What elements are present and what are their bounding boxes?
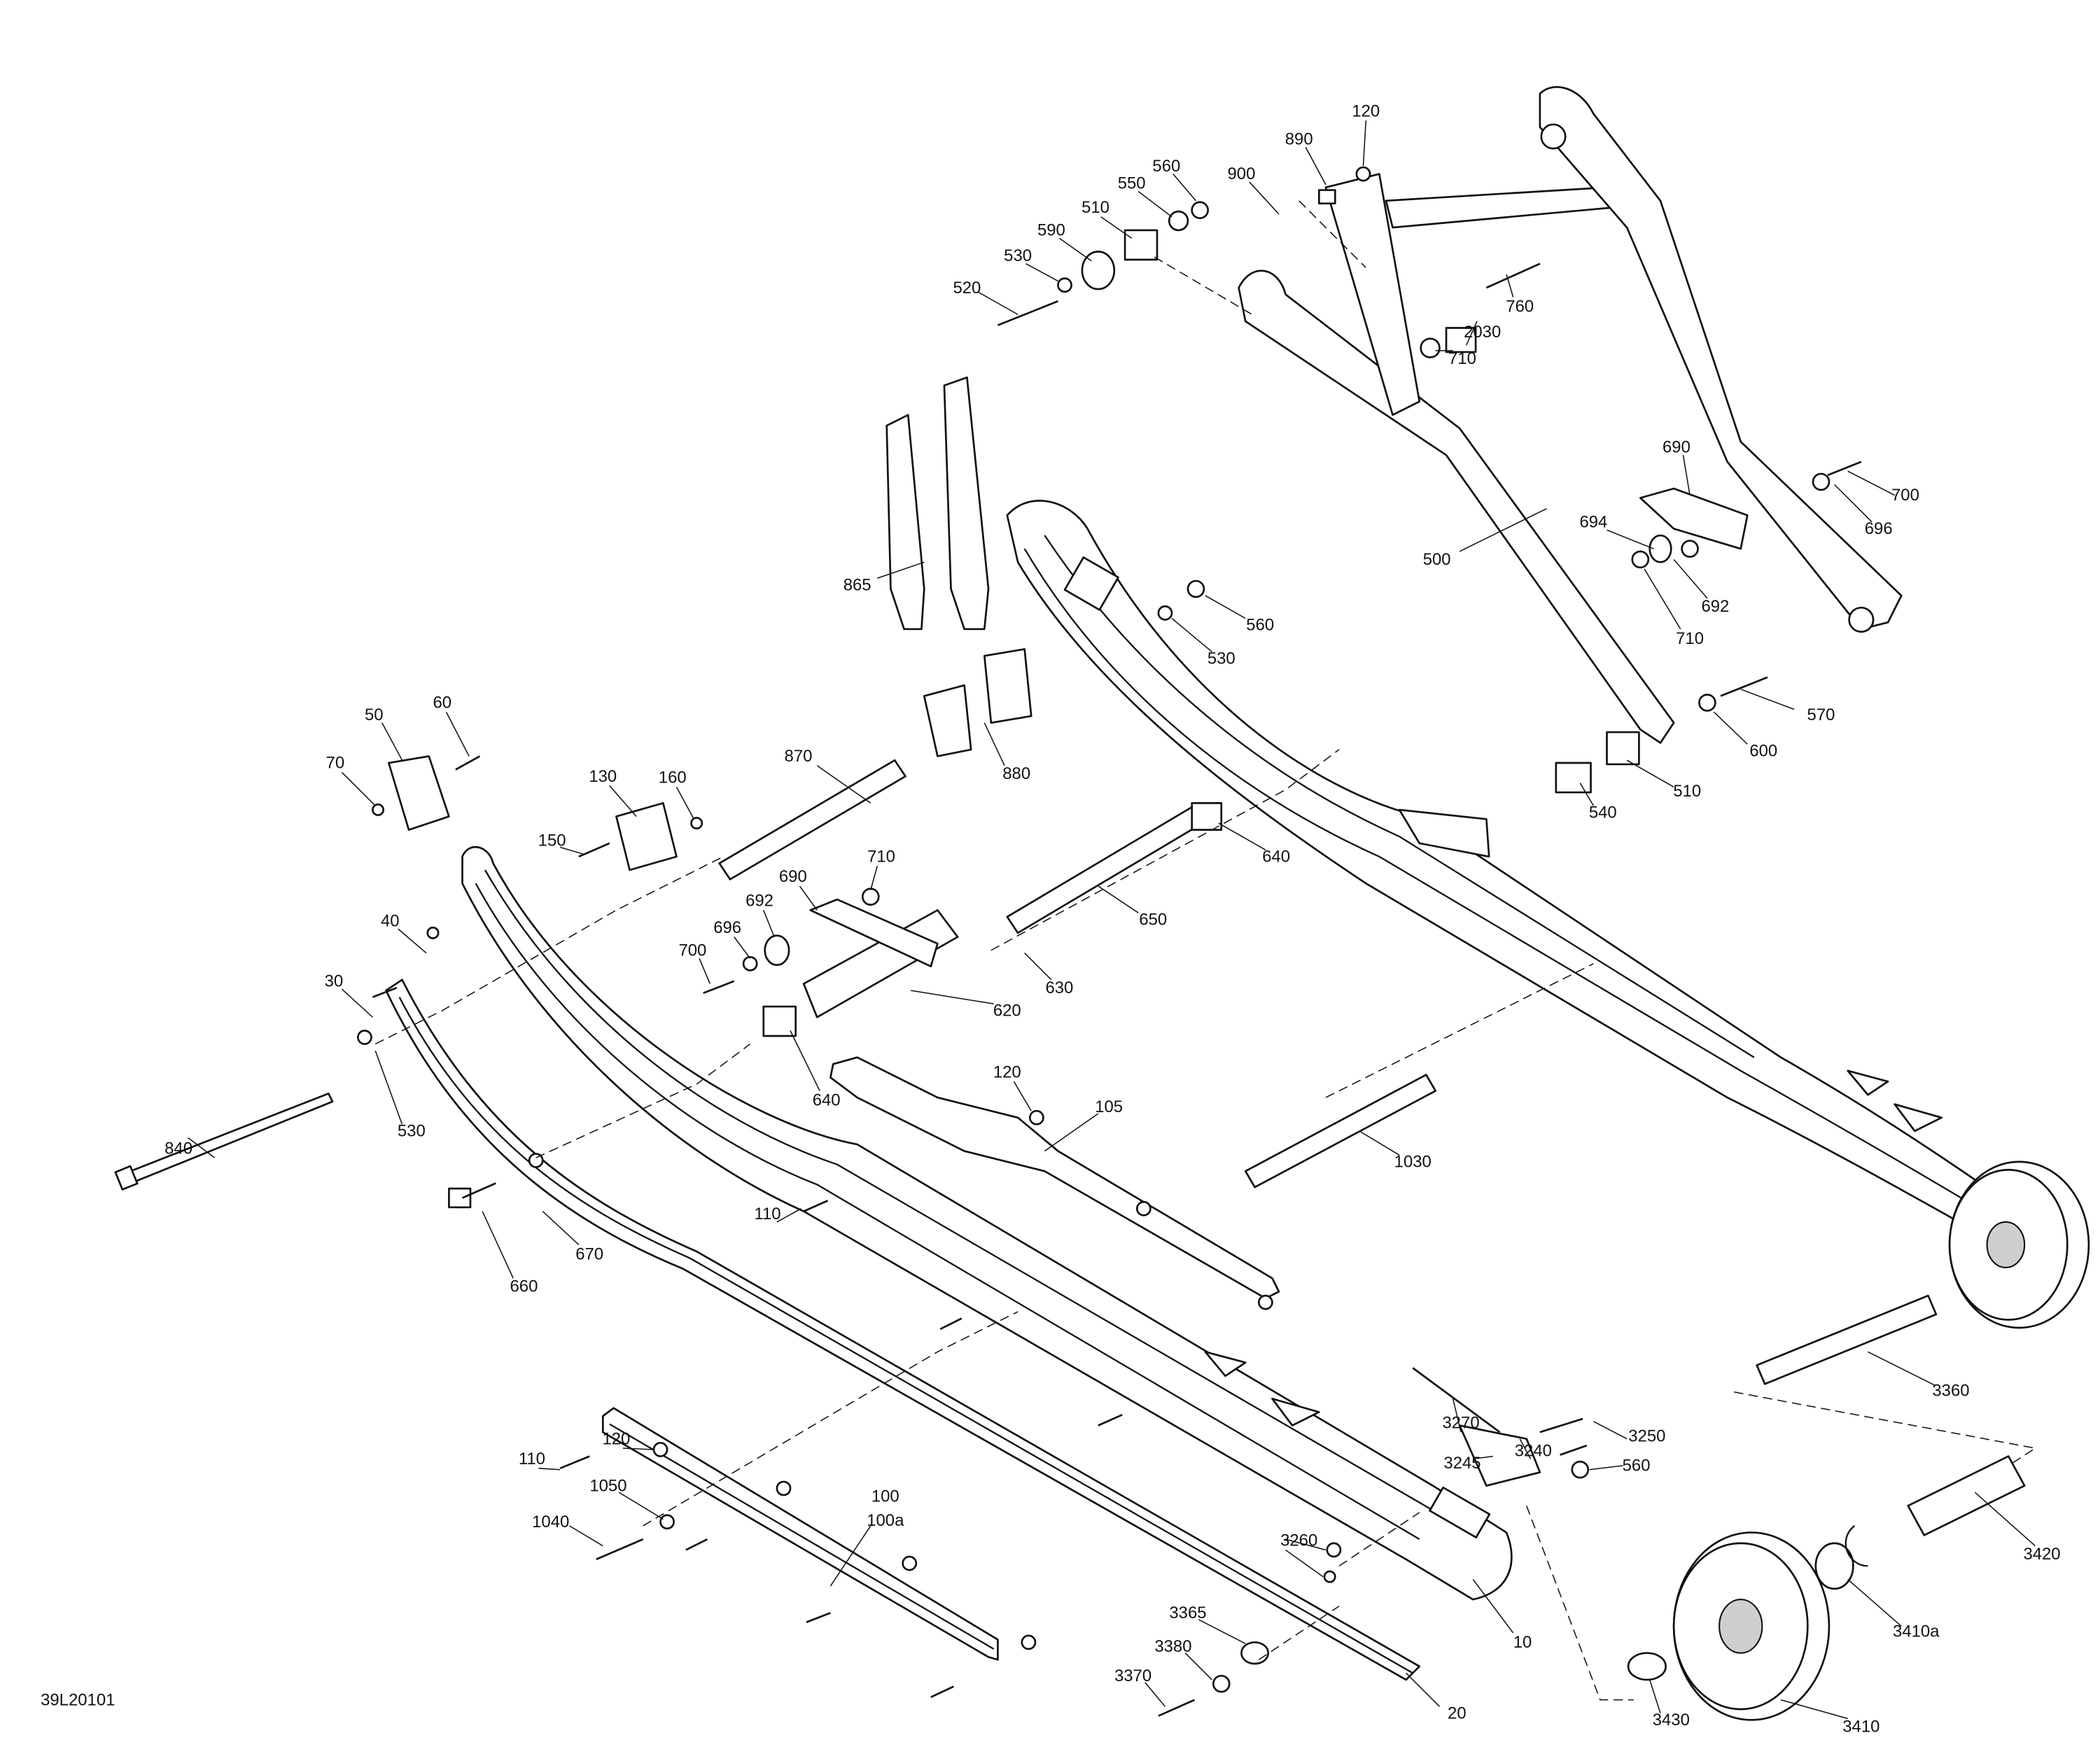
callout-label: 640	[1262, 848, 1290, 867]
callout-label: 3410a	[1893, 1622, 1940, 1641]
callout-label: 3270	[1443, 1413, 1480, 1432]
callout-label: 630	[1045, 978, 1073, 997]
assembly-lines	[374, 200, 2037, 1701]
callout-label: 120	[993, 1062, 1021, 1081]
callout-labels: 120 890 900 560 550 510 590 530 520 760 …	[164, 101, 2060, 1736]
callout-label: 560	[1152, 157, 1180, 176]
callout-label: 700	[1891, 486, 1919, 505]
callout-label: 640	[813, 1091, 841, 1110]
callout-label: 880	[1002, 764, 1030, 783]
callout-label: 3365	[1169, 1604, 1206, 1622]
callout-label: 692	[1701, 597, 1729, 616]
callout-label: 870	[785, 747, 813, 766]
callout-label: 690	[1662, 437, 1690, 456]
cross-plate	[830, 1056, 1280, 1300]
callout-label: 3250	[1628, 1427, 1665, 1446]
callout-label: 1050	[589, 1476, 626, 1495]
links	[387, 376, 1749, 1487]
callout-label: 690	[779, 867, 807, 886]
callout-label: 620	[993, 1001, 1021, 1020]
callout-label: 100a	[867, 1511, 904, 1530]
callout-label: 3260	[1280, 1531, 1317, 1550]
callout-label: 550	[1118, 174, 1146, 193]
slide-rail	[385, 978, 1421, 1681]
callout-label: 570	[1807, 706, 1835, 724]
callout-label: 530	[1208, 650, 1236, 668]
callout-label: 840	[164, 1139, 192, 1158]
left-rail	[461, 846, 1513, 1601]
callout-label: 130	[589, 767, 617, 786]
front-arm	[1238, 173, 1675, 744]
callout-label: 150	[538, 832, 566, 850]
callout-label: 694	[1579, 512, 1607, 531]
callout-label: 710	[1448, 349, 1476, 368]
callout-label: 110	[519, 1450, 545, 1468]
callout-label: 500	[1423, 550, 1451, 569]
callout-label: 692	[746, 892, 774, 911]
callout-label: 110	[754, 1205, 780, 1223]
callout-label: 30	[325, 971, 344, 990]
hardware	[356, 166, 1862, 1717]
callout-label: 3430	[1653, 1711, 1690, 1730]
callout-label: 530	[398, 1122, 426, 1141]
callout-label: 2030	[1464, 323, 1501, 342]
callout-label: 3410	[1842, 1718, 1879, 1737]
callout-label: 696	[713, 918, 741, 937]
callout-label: 70	[326, 754, 345, 773]
callout-label: 3420	[2023, 1545, 2060, 1564]
callout-label: 710	[1676, 629, 1704, 648]
callout-label: 3380	[1154, 1637, 1191, 1656]
callout-label: 10	[1513, 1633, 1532, 1652]
callout-label: 590	[1037, 221, 1065, 240]
leader-lines	[188, 120, 2036, 1720]
callout-label: 760	[1506, 297, 1534, 316]
callout-label: 40	[381, 911, 400, 930]
callout-label: 50	[365, 706, 384, 724]
callout-label: 560	[1246, 616, 1274, 635]
callout-label: 600	[1749, 741, 1777, 760]
callout-label: 510	[1082, 198, 1110, 217]
callout-label: 3360	[1932, 1382, 1969, 1401]
callout-label: 520	[953, 279, 981, 297]
callout-label: 890	[1285, 130, 1313, 149]
callout-label: 100	[872, 1487, 899, 1506]
callout-label: 710	[867, 848, 895, 867]
callout-label: 700	[678, 941, 706, 960]
callout-label: 20	[1448, 1704, 1466, 1723]
callout-label: 3245	[1443, 1454, 1480, 1473]
callout-label: 650	[1139, 910, 1167, 929]
reference-code: 39L20101	[41, 1690, 115, 1709]
callout-label: 160	[659, 769, 687, 787]
callout-label: 1040	[532, 1513, 569, 1531]
callout-label: 3240	[1515, 1442, 1552, 1461]
slider-plate	[601, 1407, 999, 1661]
callout-label: 105	[1095, 1097, 1123, 1116]
callout-label: 530	[1004, 246, 1032, 265]
callout-label: 660	[510, 1277, 538, 1296]
callout-label: 865	[844, 575, 872, 594]
rear-arm	[1539, 86, 1903, 633]
callout-label: 3370	[1114, 1667, 1152, 1685]
callout-label: 510	[1673, 782, 1701, 801]
callout-label: 120	[1352, 101, 1380, 120]
pulleys	[1627, 1160, 2090, 1721]
shafts	[114, 759, 2026, 1536]
callout-label: 670	[575, 1244, 603, 1263]
callout-label: 560	[1623, 1457, 1651, 1475]
callout-label: 120	[602, 1429, 630, 1448]
callout-label: 1030	[1394, 1153, 1432, 1172]
callout-label: 60	[433, 694, 452, 713]
callout-label: 696	[1865, 519, 1893, 538]
callout-label: 900	[1228, 164, 1256, 183]
callout-label: 540	[1589, 803, 1617, 822]
